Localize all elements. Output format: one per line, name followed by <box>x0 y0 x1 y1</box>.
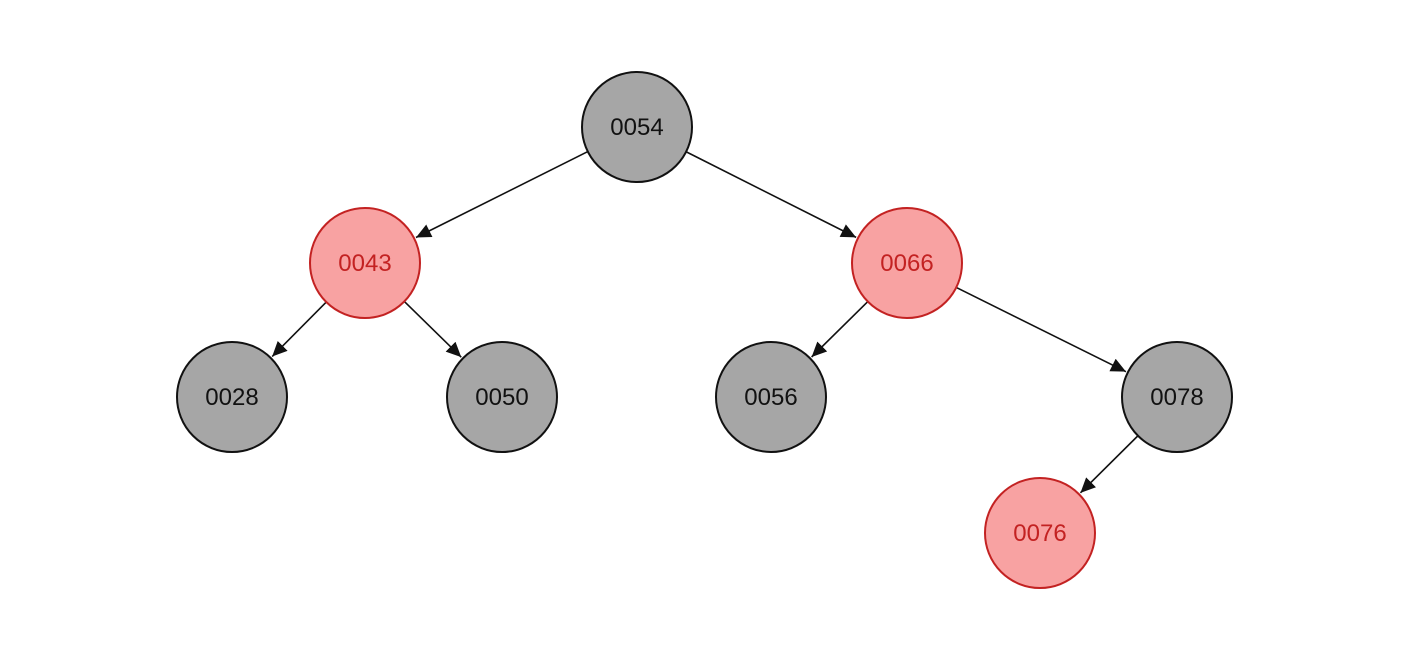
node-label: 0078 <box>1150 384 1203 411</box>
node-circle <box>715 341 827 453</box>
node-label: 0076 <box>1013 520 1066 547</box>
edge-0054-to-0066 <box>685 151 857 239</box>
node-label: 0050 <box>475 384 528 411</box>
edge-0043-to-0028 <box>271 301 327 358</box>
nodes-layer: 0054 0043 0066 0028 0050 0056 0078 0076 <box>176 71 1233 589</box>
tree-node-0043: 0043 <box>309 207 421 319</box>
node-circle <box>446 341 558 453</box>
edge-0043-to-0050 <box>403 300 462 358</box>
tree-node-0066: 0066 <box>851 207 963 319</box>
tree-node-0056: 0056 <box>715 341 827 453</box>
edge-0078-to-0076 <box>1079 435 1139 494</box>
node-label: 0028 <box>205 384 258 411</box>
edge-0066-to-0078 <box>955 286 1127 373</box>
edge-0066-to-0056 <box>811 301 869 358</box>
tree-node-0076: 0076 <box>984 477 1096 589</box>
node-label: 0043 <box>338 250 391 277</box>
node-circle <box>581 71 693 183</box>
node-label: 0056 <box>744 384 797 411</box>
edge-0054-to-0043 <box>415 150 589 239</box>
tree-node-0054: 0054 <box>581 71 693 183</box>
node-label: 0054 <box>610 114 663 141</box>
tree-node-0050: 0050 <box>446 341 558 453</box>
node-label: 0066 <box>880 250 933 277</box>
edges-layer <box>271 150 1139 494</box>
node-circle <box>984 477 1096 589</box>
node-circle <box>1121 341 1233 453</box>
node-circle <box>851 207 963 319</box>
node-circle <box>309 207 421 319</box>
node-circle <box>176 341 288 453</box>
tree-node-0078: 0078 <box>1121 341 1233 453</box>
tree-node-0028: 0028 <box>176 341 288 453</box>
